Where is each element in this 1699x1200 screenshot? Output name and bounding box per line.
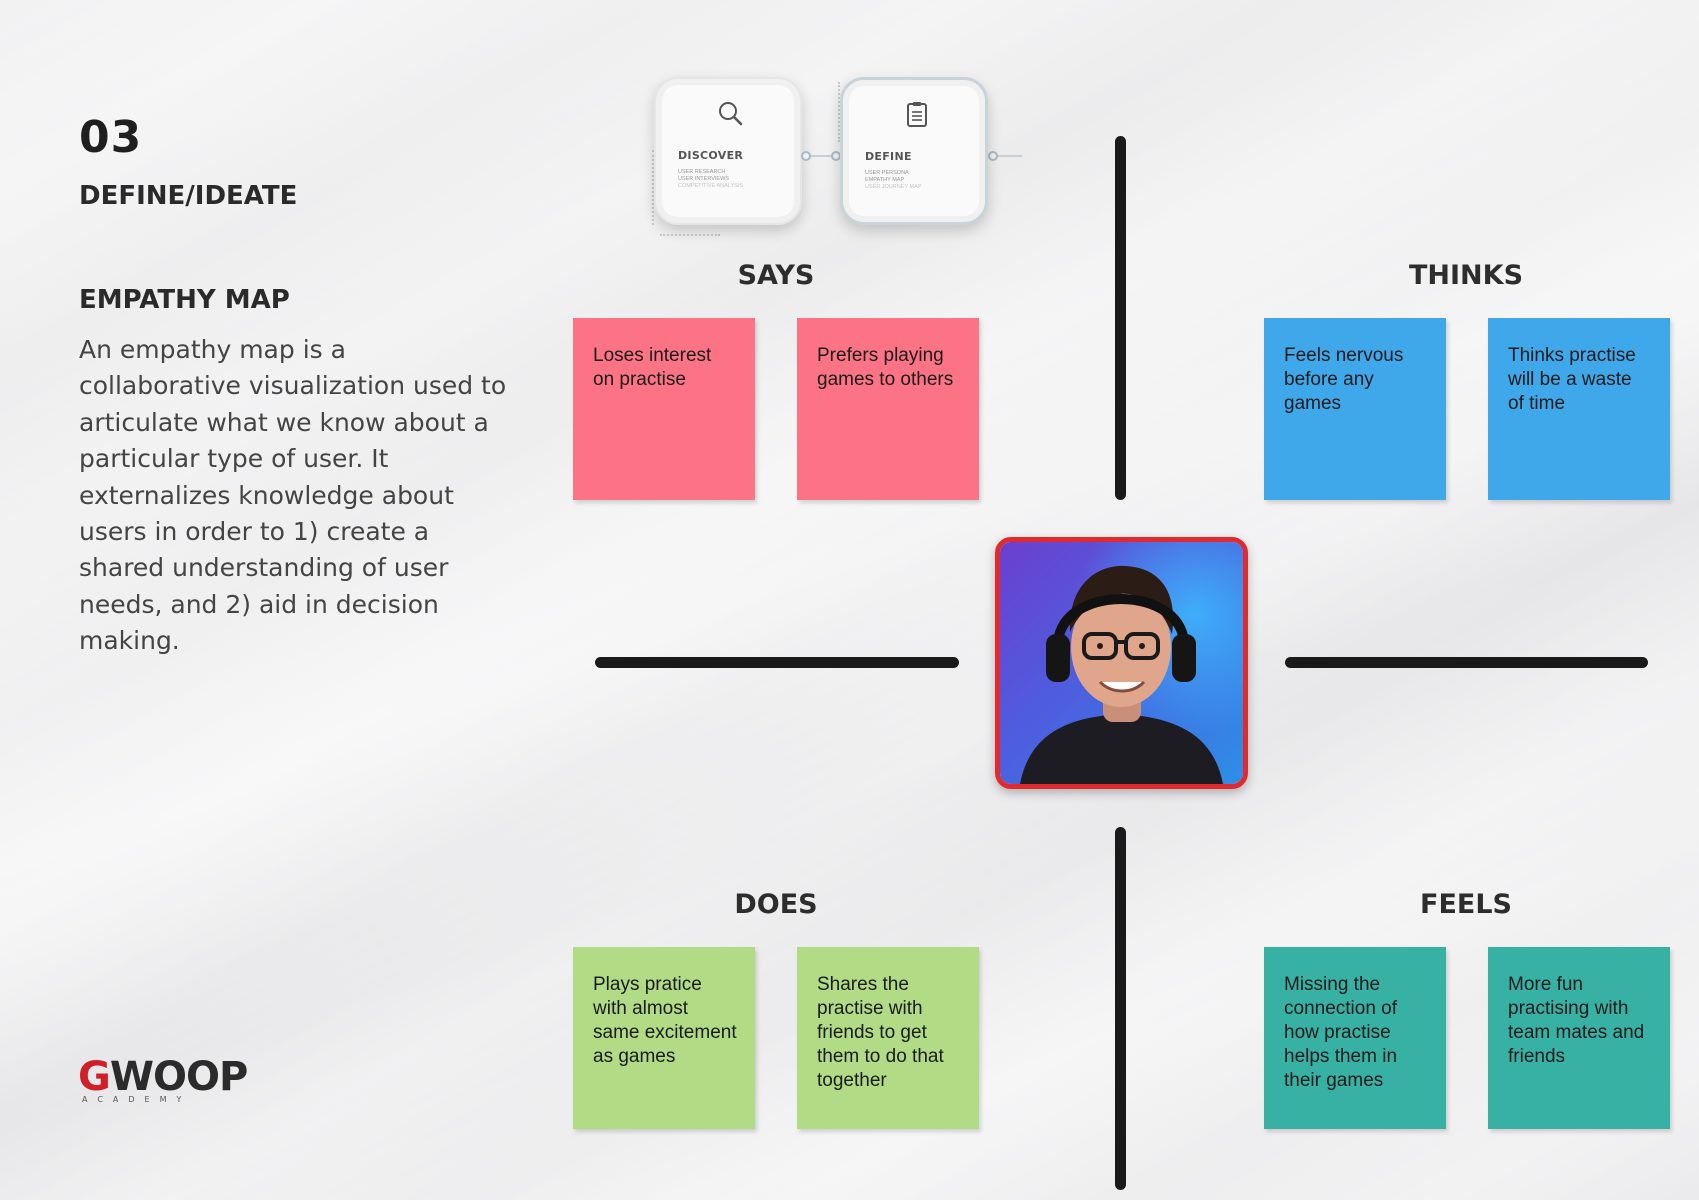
logo-letter-g: G [78,1054,111,1100]
process-subitems: USER PERSONA EMPATHY MAP USER JOURNEY MA… [865,170,975,191]
axis-horizontal-left [595,657,959,668]
process-subitems: USER RESEARCH USER INTERVIEWS COMPETITIV… [678,169,788,190]
quadrant-title-thinks: THINKS [1408,260,1524,291]
process-dotted-path-mid [838,82,840,142]
sticky-note-says: Prefers playing games to others [797,318,979,500]
section-number: 03 [79,112,143,163]
empathy-map-heading: EMPATHY MAP [79,285,290,315]
logo-subtitle: ACADEMY [82,1095,192,1104]
process-connector [802,155,840,157]
axis-horizontal-right [1285,657,1648,668]
process-connector-out [990,155,1022,157]
process-dotted-path-left [652,150,654,225]
sticky-note-does: Shares the practise with friends to get … [797,947,979,1129]
connector-node [988,151,998,161]
sticky-note-feels: More fun practising with team mates and … [1488,947,1670,1129]
process-subitem: COMPETITIVE ANALYSIS [678,183,743,189]
logo-wordmark: GWOOP [78,1054,248,1100]
sticky-note-thinks: Thinks practise will be a waste of time [1488,318,1670,500]
process-title: DEFINE [865,150,912,163]
connector-node [801,151,811,161]
empathy-map-description: An empathy map is a collaborative visual… [79,335,507,656]
sticky-note-says: Loses interest on practise [573,318,755,500]
magnifier-icon [719,102,743,126]
process-title: DISCOVER [678,149,744,162]
process-card-define: DEFINE USER PERSONA EMPATHY MAP USER JOU… [840,77,988,225]
persona-photo [995,537,1248,789]
sticky-note-feels: Missing the connection of how practise h… [1264,947,1446,1129]
quadrant-title-says: SAYS [737,260,815,291]
sticky-note-thinks: Feels nervous before any games [1264,318,1446,500]
gwoop-logo: GWOOP ACADEMY [78,1054,248,1104]
process-subitem: USER PERSONA [865,170,909,176]
logo-letters: WOOP [109,1054,248,1100]
quadrant-title-does: DOES [734,889,818,920]
process-subitem: USER JOURNEY MAP [865,184,922,190]
axis-vertical-top [1115,136,1126,500]
process-subitem: EMPATHY MAP [865,177,905,183]
process-subitem: USER INTERVIEWS [678,176,729,182]
section-title: DEFINE/IDEATE [79,181,298,211]
clipboard-icon [907,102,927,127]
sticky-note-does: Plays pratice with almost same excitemen… [573,947,755,1129]
process-subitem: USER RESEARCH [678,169,726,175]
process-card-discover: DISCOVER USER RESEARCH USER INTERVIEWS C… [654,77,802,225]
quadrant-title-feels: FEELS [1420,889,1512,920]
axis-vertical-bottom [1115,827,1126,1190]
process-dotted-path-bottom [660,234,720,236]
persona-illustration [1000,542,1243,784]
